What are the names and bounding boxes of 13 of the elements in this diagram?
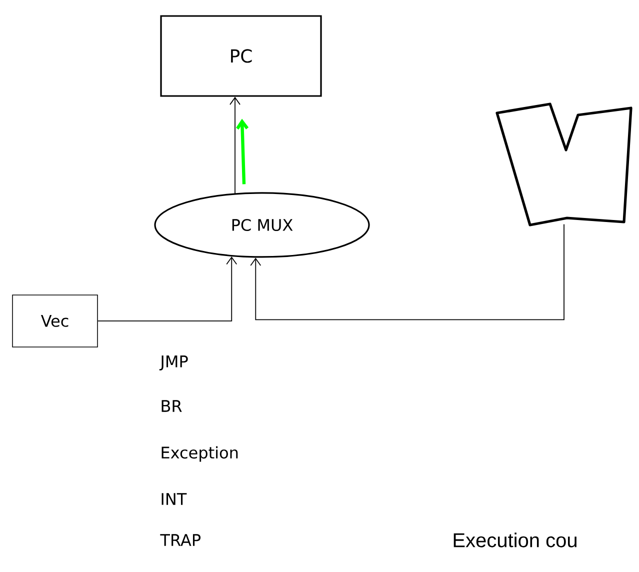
register-box: PC [160,15,322,97]
arrow [97,256,238,322]
arrow [230,96,240,195]
signal-label: Exception [162,446,238,462]
input-box: Vec [12,294,98,348]
note-text: Execution cou [454,532,576,548]
signal-label: JMP [159,356,188,370]
signal-label: TRAP [160,534,200,546]
arrow [250,224,564,320]
signal-label: INT [162,493,187,505]
signal-label: BR [162,400,182,412]
alu-shape [496,102,632,226]
arrow [236,118,249,184]
